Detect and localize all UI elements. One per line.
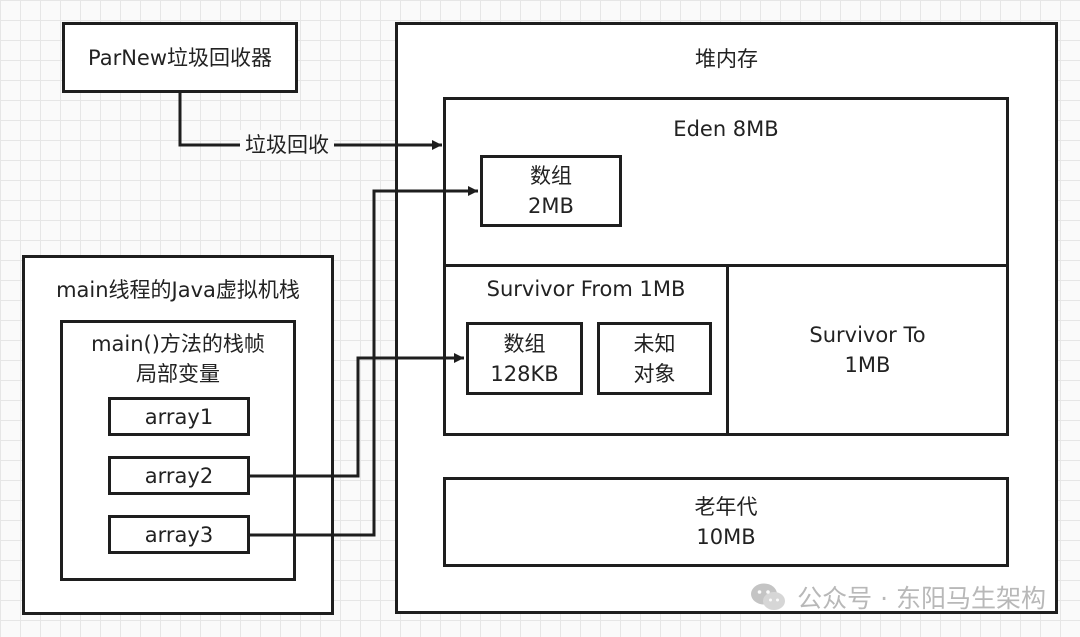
- var-array2: array2: [108, 456, 250, 495]
- watermark: 公众号 · 东阳马生架构: [749, 579, 1046, 615]
- parnew-collector-label: ParNew垃圾回收器: [87, 45, 273, 70]
- var-array3: array3: [108, 515, 250, 554]
- unknown-object: 未知 对象: [597, 322, 712, 395]
- stack-frame-title-line1: main()方法的栈帧: [91, 332, 265, 356]
- survivor-array-line1: 数组: [503, 331, 546, 356]
- main-stack-frame-title: main()方法的栈帧 局部变量: [60, 329, 296, 389]
- survivor-array-object: 数组 128KB: [466, 322, 583, 395]
- survivor-array-line2: 128KB: [490, 361, 559, 386]
- unknown-object-line2: 对象: [633, 361, 676, 386]
- eden-space-title: Eden 8MB: [673, 117, 779, 141]
- survivor-to-line1: Survivor To: [809, 323, 926, 347]
- eden-array-line1: 数组: [530, 164, 572, 188]
- old-generation-box: 老年代 10MB: [443, 477, 1009, 567]
- jvm-stack-title: main线程的Java虚拟机栈: [56, 278, 300, 302]
- survivor-to-box: Survivor To 1MB: [726, 264, 1009, 436]
- stack-frame-title-line2: 局部变量: [136, 362, 220, 386]
- parnew-collector-box: ParNew垃圾回收器: [62, 22, 298, 93]
- survivor-to-line2: 1MB: [844, 353, 891, 377]
- survivor-from-title: Survivor From 1MB: [486, 277, 686, 301]
- watermark-text: 公众号 · 东阳马生架构: [797, 584, 1046, 613]
- eden-array-object: 数组 2MB: [480, 155, 622, 227]
- eden-array-line2: 2MB: [528, 194, 574, 218]
- var-array2-label: array2: [144, 463, 214, 488]
- heap-memory-title: 堆内存: [695, 47, 758, 71]
- wechat-icon: [751, 583, 786, 610]
- unknown-object-line1: 未知: [633, 331, 676, 356]
- old-generation-line2: 10MB: [696, 525, 756, 549]
- var-array1-label: array1: [144, 404, 214, 429]
- var-array1: array1: [108, 397, 250, 436]
- old-generation-line1: 老年代: [694, 495, 758, 519]
- gc-arrow-label: 垃圾回收: [240, 130, 334, 160]
- var-array3-label: array3: [144, 522, 214, 547]
